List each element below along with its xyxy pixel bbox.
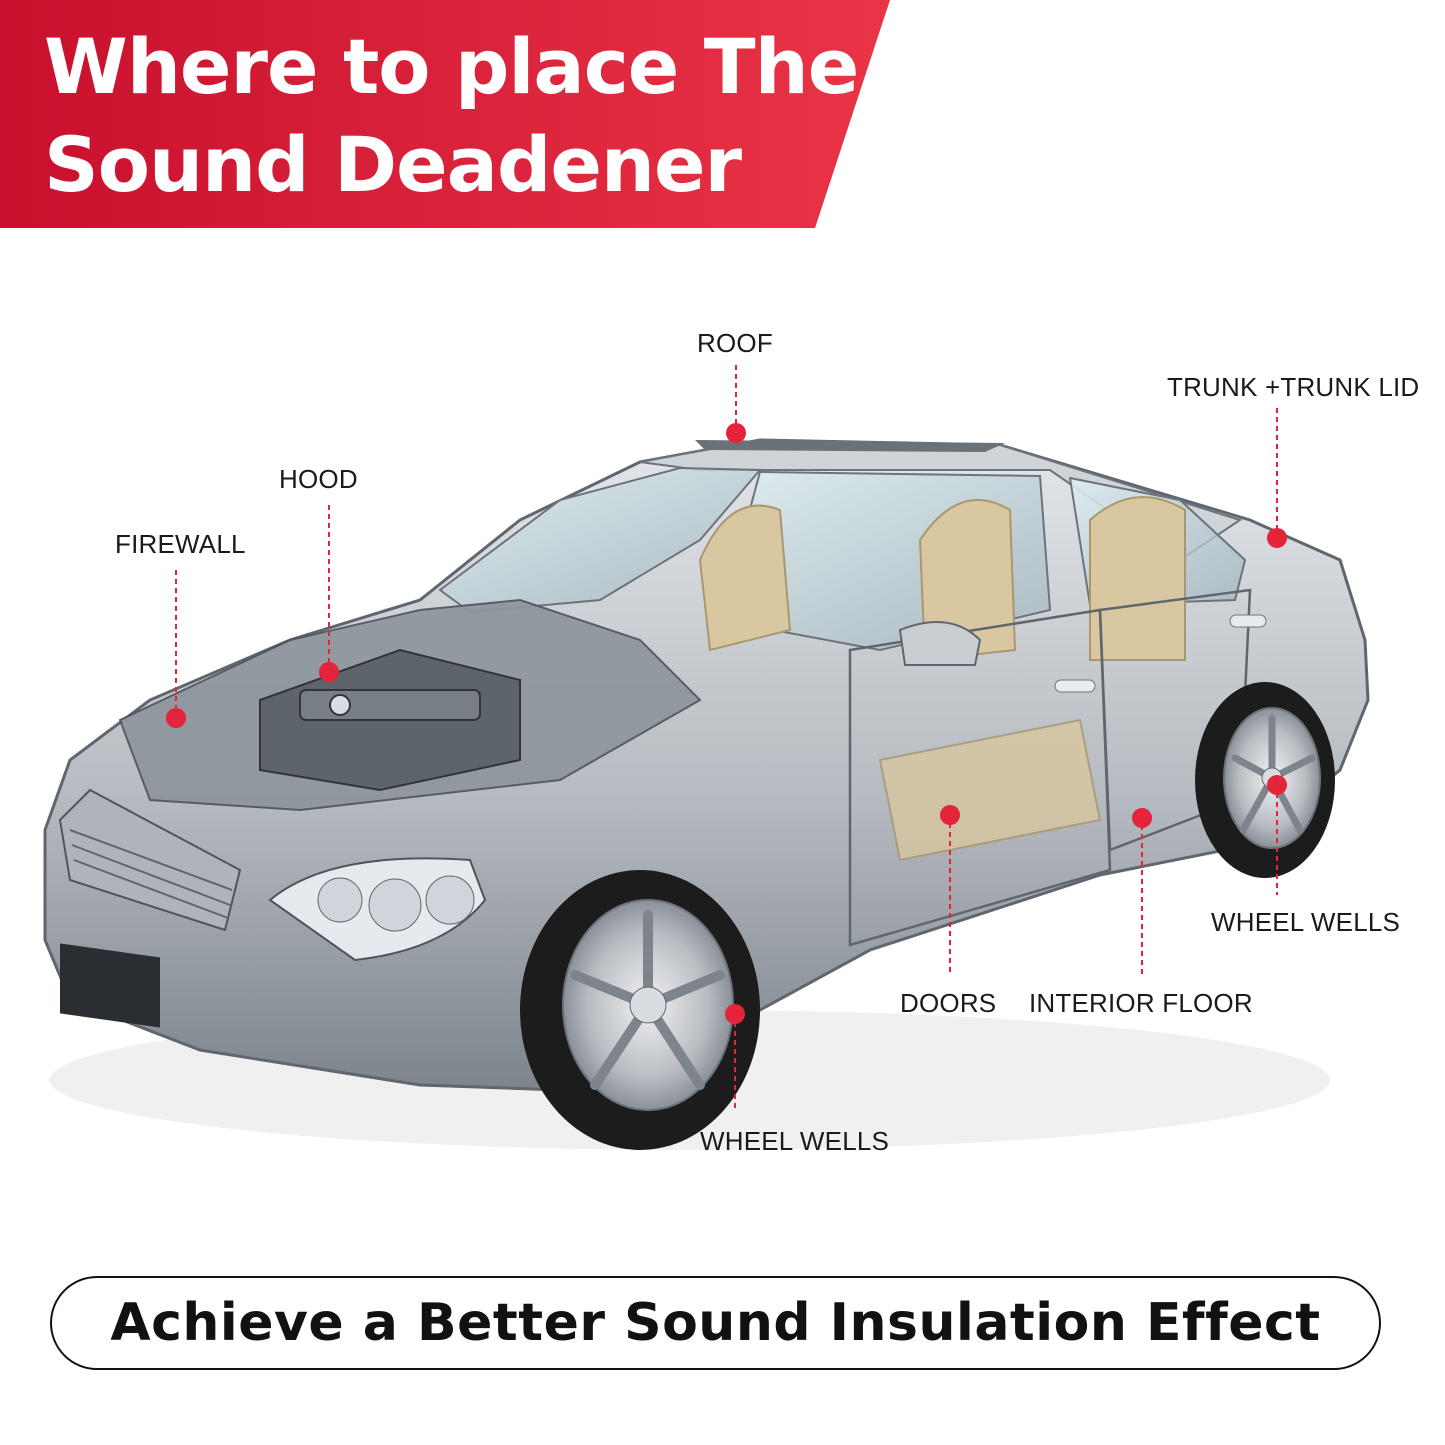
interior-seats <box>698 496 1186 862</box>
front-wheel <box>520 870 760 1150</box>
title-banner: Where to place The Sound Deadener <box>0 0 890 228</box>
label-roof: ROOF <box>697 328 773 358</box>
marker-trunk <box>1267 528 1287 548</box>
headlight-lens-2 <box>368 878 422 932</box>
grille-slats <box>69 829 233 919</box>
marker-firewall <box>166 708 186 728</box>
leader-lines <box>175 365 1278 1110</box>
marker-hood <box>319 662 339 682</box>
label-wheel-wells-rear: WHEEL WELLS <box>1211 907 1401 937</box>
headlight-lens-3 <box>425 875 475 925</box>
marker-wheel-wells-rear <box>1267 775 1287 795</box>
label-hood: HOOD <box>279 464 358 494</box>
label-trunk: TRUNK +TRUNK LID <box>1167 372 1420 402</box>
marker-interior-floor <box>1132 808 1152 828</box>
footer-tagline: Achieve a Better Sound Insulation Effect <box>110 1293 1321 1353</box>
marker-doors <box>940 805 960 825</box>
door-handle-rear <box>1229 614 1267 628</box>
front-door <box>848 608 1112 947</box>
door-handle-front <box>1054 679 1096 693</box>
label-interior-floor: INTERIOR FLOOR <box>1029 988 1253 1018</box>
rear-wheel <box>1195 682 1335 878</box>
title-line-1: Where to place The <box>44 22 859 111</box>
engine-block <box>259 648 521 792</box>
marker-roof <box>726 423 746 443</box>
title-line-2: Sound Deadener <box>44 120 742 209</box>
markers <box>166 423 1287 1024</box>
page-title: Where to place The Sound Deadener <box>44 18 859 214</box>
marker-wheel-wells-front <box>725 1004 745 1024</box>
side-mirror <box>898 621 982 666</box>
front-intake <box>60 943 160 1028</box>
label-doors: DOORS <box>900 988 997 1018</box>
sunroof <box>695 440 1005 452</box>
label-wheel-wells-front: WHEEL WELLS <box>700 1126 890 1156</box>
banner-background <box>0 0 890 228</box>
label-firewall: FIREWALL <box>115 529 246 559</box>
headlight-lens-1 <box>317 877 363 923</box>
footer-tagline-pill: Achieve a Better Sound Insulation Effect <box>50 1276 1381 1370</box>
